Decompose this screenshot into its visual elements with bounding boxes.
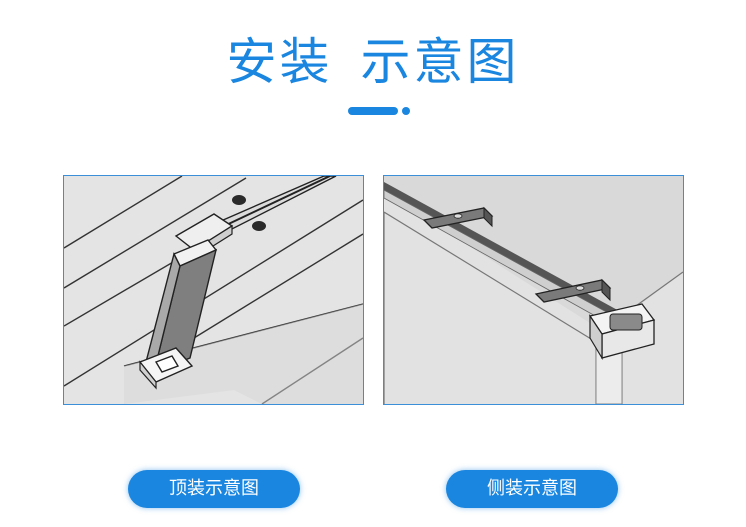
side-mount-caption: 侧装示意图 — [446, 470, 618, 508]
title-divider — [348, 107, 410, 115]
top-mount-illustration — [63, 175, 364, 405]
page-title: 安装示意图 — [0, 28, 746, 96]
divider-dot — [402, 107, 410, 115]
top-mount-drawing — [64, 176, 363, 404]
title-part-install: 安装 — [226, 33, 333, 91]
side-mount-illustration — [383, 175, 684, 405]
side-mount-drawing — [384, 176, 683, 404]
title-part-diagram: 示意图 — [360, 33, 520, 91]
divider-bar — [348, 107, 398, 115]
top-mount-caption: 顶装示意图 — [128, 470, 300, 508]
